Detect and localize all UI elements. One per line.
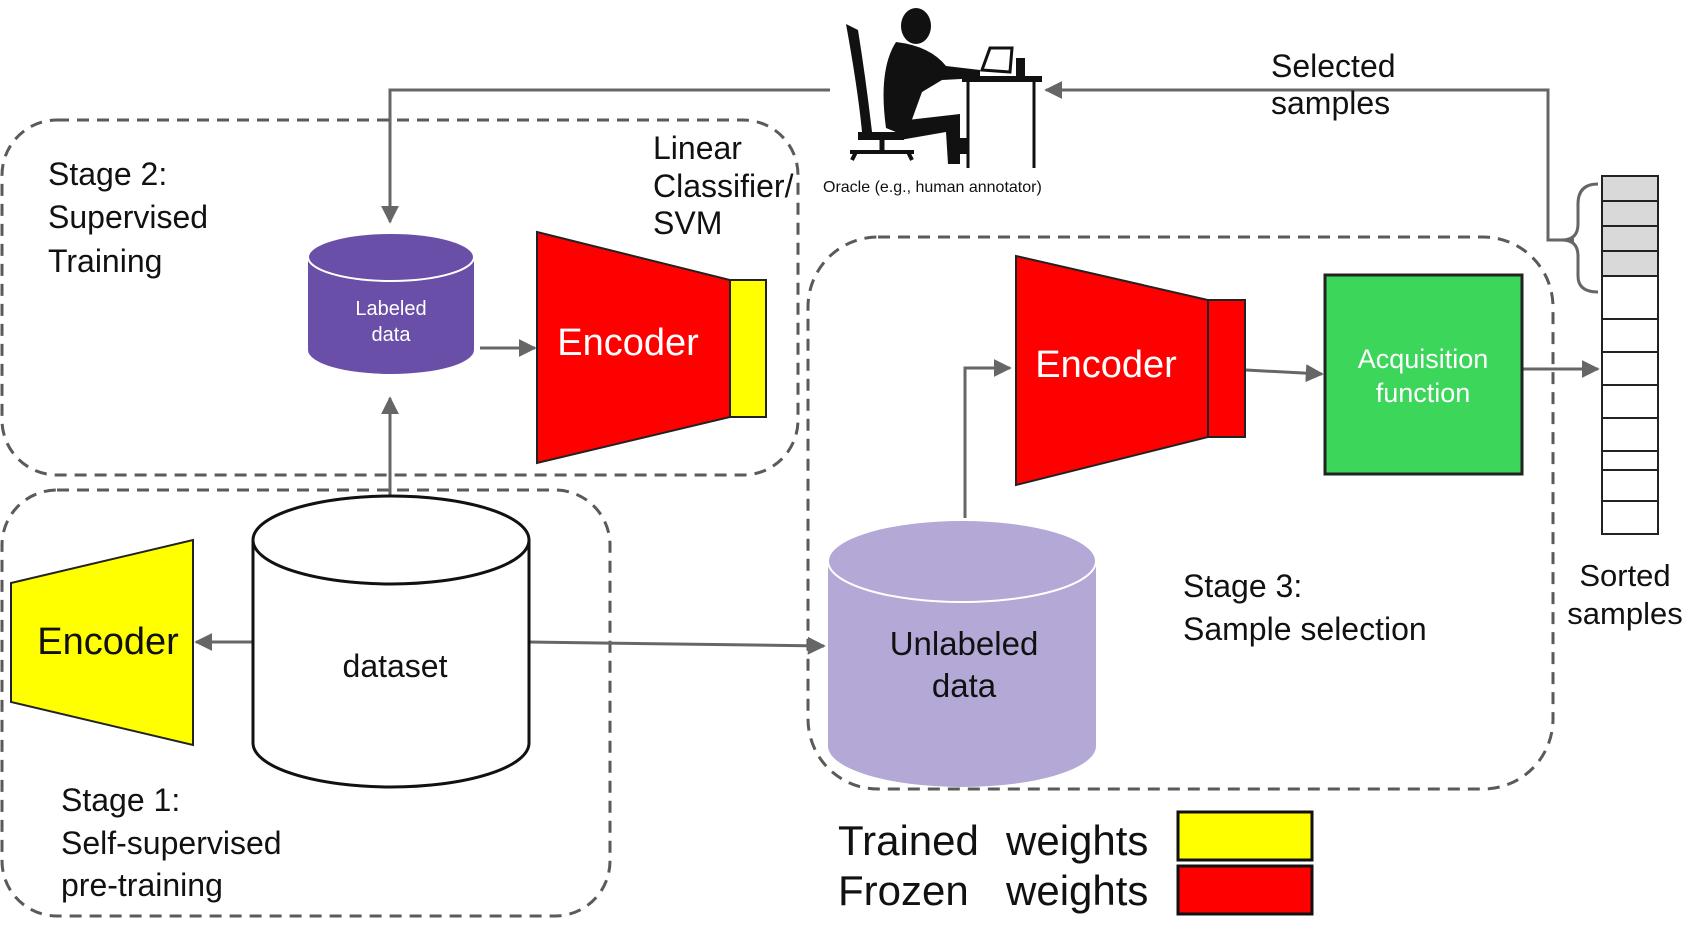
dataset-to-unlabeled-arrow xyxy=(527,636,826,655)
labeled-label-line1: Labeled xyxy=(355,298,426,320)
unlabeled-data-cylinder xyxy=(827,519,1097,787)
stage2-encoder-label: Encoder xyxy=(557,322,699,364)
person-at-desk-icon xyxy=(846,8,1042,168)
legend-frozen-swatch xyxy=(1176,864,1314,916)
legend-trained-label: Trained xyxy=(838,817,979,864)
sorted-samples-line1: Sorted xyxy=(1579,558,1670,593)
stage2-title-line2: Supervised xyxy=(48,199,208,235)
dataset-cylinder xyxy=(251,494,531,789)
stage2-title-line1: Stage 2: xyxy=(48,156,167,192)
classifier-label-line2: Classifier/ xyxy=(653,168,794,204)
oracle-to-labeled-arrow xyxy=(381,88,830,224)
sorted-samples-line2: samples xyxy=(1567,596,1682,631)
stage3-title-line2: Sample selection xyxy=(1183,611,1427,647)
legend-frozen-weights: weights xyxy=(1005,867,1148,914)
acquisition-label-line2: function xyxy=(1376,378,1471,408)
legend-trained-weights: weights xyxy=(1005,817,1148,864)
unlabeled-label-line2: data xyxy=(932,667,997,704)
legend-frozen-label: Frozen xyxy=(838,867,969,914)
unlabeled-to-encoder3-arrow xyxy=(963,359,1012,518)
oracle-label: Oracle (e.g., human annotator) xyxy=(823,179,1042,196)
acquisition-function-box xyxy=(1323,273,1524,476)
stage2-region xyxy=(0,118,800,477)
stage2-title-line3: Training xyxy=(48,243,162,279)
stage2-classifier-head xyxy=(729,279,767,418)
classifier-label-line1: Linear xyxy=(653,130,742,166)
stage3-title-line1: Stage 3: xyxy=(1183,568,1302,604)
selected-samples-line2: samples xyxy=(1271,85,1390,121)
classifier-label-line3: SVM xyxy=(653,205,722,241)
stage1-title-line2: Self-supervised xyxy=(61,825,282,861)
dataset-label: dataset xyxy=(343,648,448,684)
stage1-encoder-label: Encoder xyxy=(37,621,179,663)
stage1-region xyxy=(0,488,612,918)
labeled-data-cylinder xyxy=(307,232,475,374)
stage1-title-line1: Stage 1: xyxy=(61,782,180,818)
labeled-label-line2: data xyxy=(372,324,412,346)
stage3-encoder-label: Encoder xyxy=(1035,344,1177,386)
stage1-encoder-trapezoid xyxy=(10,538,194,747)
selected-to-oracle-arrow xyxy=(1044,81,1574,242)
stage1-title-line3: pre-training xyxy=(61,867,223,903)
acquisition-label-line1: Acquisition xyxy=(1358,344,1489,374)
legend-trained-swatch xyxy=(1176,810,1314,862)
stage3-encoder-head xyxy=(1207,299,1246,438)
selected-samples-brace xyxy=(1561,182,1599,294)
selected-samples-line1: Selected xyxy=(1271,48,1396,84)
unlabeled-label-line1: Unlabeled xyxy=(890,625,1039,662)
stage3-region xyxy=(806,235,1555,791)
sorted-samples-stack xyxy=(1601,175,1659,535)
encoder3-to-acquisition-arrow xyxy=(1245,364,1324,383)
